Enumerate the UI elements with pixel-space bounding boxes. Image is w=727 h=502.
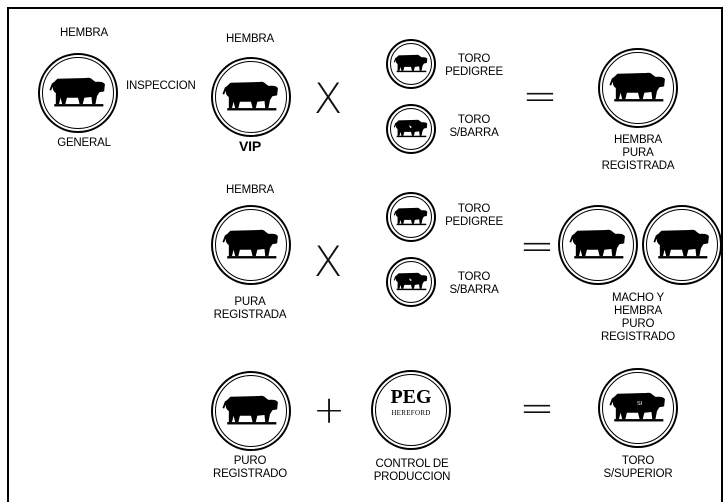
times-symbol: X <box>313 237 343 286</box>
production-control-label: CONTROL DE PRODUCCION <box>373 458 451 483</box>
animal-silhouette <box>222 81 278 109</box>
peg-hereford-logo-icon: PEG HEREFORD <box>371 370 451 450</box>
cow-icon <box>38 53 118 133</box>
peg-logo-text: PEG <box>390 386 432 408</box>
animal-silhouette <box>569 229 625 257</box>
animal-silhouette <box>49 77 105 105</box>
vip-female-top-label: HEMBRA <box>225 33 275 45</box>
equals-symbol: = <box>522 71 558 120</box>
equals-symbol: = <box>519 383 555 432</box>
bull-icon <box>558 205 638 285</box>
inspection-label: INSPECCION <box>126 80 196 92</box>
animal-silhouette <box>609 392 665 420</box>
plus-symbol: + <box>313 388 345 432</box>
animal-silhouette <box>653 229 709 257</box>
general-female-top-label: HEMBRA <box>59 27 109 39</box>
pure-female-bottom-label: PURA REGISTRADA <box>213 296 287 321</box>
bull-pedigree-label: TORO PEDIGREE <box>445 203 503 228</box>
pure-registered-female-label: HEMBRA PURA REGISTRADA <box>601 134 675 172</box>
male-female-result-label: MACHO Y HEMBRA PURO REGISTRADO <box>600 292 676 343</box>
vip-female-bottom-label: VIP <box>239 138 261 154</box>
diagram-frame <box>7 7 723 502</box>
times-symbol: X <box>313 74 343 123</box>
peg-logo-subtext: HEREFORD <box>391 409 431 417</box>
bull-icon <box>386 257 436 307</box>
general-female-bottom-label: GENERAL <box>57 137 111 149</box>
cow-icon <box>211 205 291 285</box>
cow-icon <box>211 371 291 451</box>
cow-icon <box>211 57 291 137</box>
animal-silhouette <box>609 72 665 100</box>
animal-silhouette <box>222 395 278 423</box>
superior-brand-mark: SI <box>637 401 643 407</box>
pure-registered-label: PURO REGISTRADO <box>212 455 288 480</box>
cow-icon <box>598 48 678 128</box>
equals-symbol: = <box>519 221 555 270</box>
cow-icon <box>642 205 722 285</box>
bull-pedigree-label: TORO PEDIGREE <box>445 53 503 78</box>
bull-icon: SI <box>598 368 678 448</box>
animal-silhouette <box>393 54 428 71</box>
bull-sbarra-label: TORO S/BARRA <box>449 271 499 296</box>
bull-sbarra-label: TORO S/BARRA <box>449 114 499 139</box>
bull-icon <box>386 39 436 89</box>
pure-female-top-label: HEMBRA <box>225 184 275 196</box>
superior-bull-label: TORO S/SUPERIOR <box>603 455 673 480</box>
animal-silhouette <box>393 207 428 224</box>
bull-icon <box>386 104 436 154</box>
animal-silhouette <box>222 229 278 257</box>
bull-icon <box>386 192 436 242</box>
